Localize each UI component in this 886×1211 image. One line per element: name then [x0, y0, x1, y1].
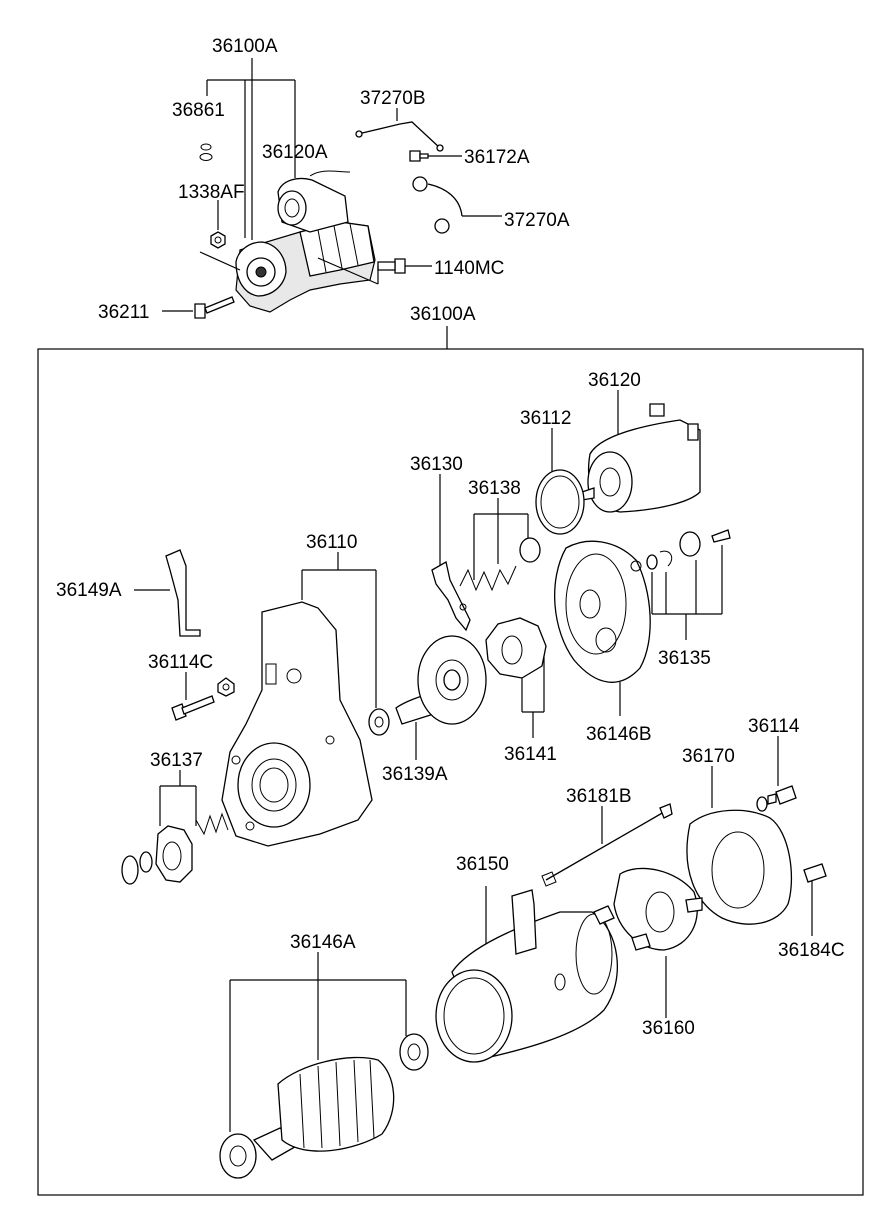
gear-36141	[485, 617, 547, 738]
label-36110: 36110	[306, 532, 357, 553]
label-36141: 36141	[504, 744, 557, 765]
label-36137: 36137	[150, 750, 203, 771]
label-36120: 36120	[588, 370, 641, 391]
armature-36146A	[219, 952, 429, 1179]
label-36114C: 36114C	[148, 652, 213, 673]
gear-housing-36146B	[554, 540, 651, 716]
kit-36135	[646, 529, 731, 640]
label-36172A: 36172A	[464, 147, 530, 168]
label-36120A: 36120A	[262, 142, 328, 163]
exploded-view-frame	[37, 348, 864, 1196]
label-36146A: 36146A	[290, 932, 356, 953]
brush-holder-36160	[593, 867, 703, 1018]
label-36114: 36114	[748, 716, 800, 737]
label-37270B: 37270B	[360, 88, 426, 109]
label-36149A: 36149A	[56, 580, 122, 601]
solenoid-36120	[581, 390, 701, 513]
label-36146B: 36146B	[586, 724, 652, 745]
bracket-36149A	[134, 549, 201, 637]
label-1338AF: 1338AF	[178, 182, 245, 203]
pinion-36137	[121, 770, 229, 885]
label-36138: 36138	[468, 478, 521, 499]
label-36211: 36211	[98, 302, 149, 323]
part-number-labels: 36100A 36861 36120A 1338AF 36211 37270B …	[56, 36, 845, 1039]
bolt-36114	[756, 736, 797, 812]
label-36139A: 36139A	[382, 764, 448, 785]
label-36100A-top: 36100A	[212, 36, 278, 57]
yoke-36150	[435, 886, 618, 1063]
label-36861: 36861	[172, 100, 225, 121]
label-36160: 36160	[642, 1018, 695, 1039]
label-36184C: 36184C	[778, 940, 845, 961]
bolt-36114C	[171, 672, 235, 721]
lever-36130	[431, 474, 471, 632]
label-36100A-box: 36100A	[410, 304, 476, 325]
through-bolt-36181B	[541, 803, 673, 887]
label-36170: 36170	[682, 746, 735, 767]
label-36181B: 36181B	[566, 786, 632, 807]
screw-36184C	[803, 863, 827, 936]
label-36150: 36150	[456, 854, 509, 875]
label-36135: 36135	[658, 648, 711, 669]
rear-cover-36170	[686, 766, 793, 925]
drive-shaft-36139A	[395, 635, 487, 760]
starter-assembly-overview	[162, 58, 502, 319]
o-ring-36112	[535, 428, 585, 535]
label-1140MC: 1140MC	[434, 258, 504, 279]
front-housing-36110	[221, 552, 390, 847]
label-37270A: 37270A	[504, 210, 570, 231]
spring-36138	[459, 498, 541, 592]
label-36112: 36112	[520, 408, 571, 429]
label-36130: 36130	[410, 454, 463, 475]
